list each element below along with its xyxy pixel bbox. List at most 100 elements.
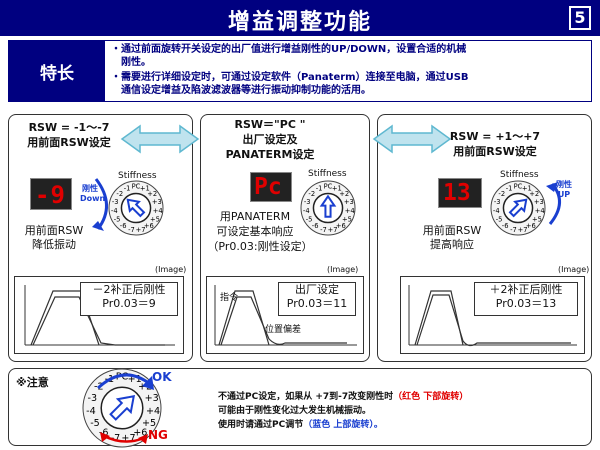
right-image-label: (Image) [558,265,590,274]
dial-tick-label: +3 [534,198,544,206]
dial-tick-label: +6 [336,222,346,230]
dial-tick-label: +2 [147,190,157,198]
center-rsw-line3: PANATERM设定 [225,148,315,161]
dial-tick-label: +7 [328,226,338,234]
dial-tick-label: -3 [112,198,119,206]
dial-tick-label: -3 [88,393,98,404]
note-line-1: 不通过PC设定，如果从 +7到-7改变刚性时（红色 下部旋转） [218,391,590,404]
right-wave-label: ＋2补正后刚性 Pr0.03＝13 [474,282,578,316]
dial-tick-label: +7 [121,433,135,444]
dial-tick-label: -7 [320,226,327,234]
dial-tick-label: -1 [124,185,131,193]
dial-tick-label: +2 [138,382,152,393]
center-desc-3: （Pr0.03:刚性设定） [207,240,313,253]
dial-tick-label: +3 [145,393,159,404]
note-line-3: 使用时请通过PC调节（蓝色 上部旋转）。 [218,419,590,432]
dial-tick-label: -7 [128,226,135,234]
dial-tick-label: +6 [133,428,147,439]
left-rsw-line2: 用前面RSW设定 [27,136,111,149]
right-rsw-line2: 用前面RSW设定 [453,145,537,158]
left-rsw-line1: RSW = -1～-7 [28,121,110,134]
note-line-3a: 使用时请通过PC调节 [218,420,304,430]
note-direction-arrows-icon [96,373,154,444]
dial-tick-label: +4 [146,406,160,417]
feature-bullet-1-cont: 刚性。 [111,57,151,68]
dial-tick-label: +3 [152,198,162,206]
center-wave-label-1: 出厂设定 [295,283,339,296]
dial-tick-label: +4 [345,207,355,215]
page-number: 5 [569,6,591,30]
dial-tick-label: -5 [306,215,313,223]
feature-label-box: 特长 [8,40,104,102]
note-line-1a: 不通过PC设定，如果从 +7到-7改变刚性时 [218,392,394,402]
center-stiffness-label: Stiffness [308,169,347,179]
right-stiffness-label: Stiffness [500,170,539,180]
left-seven-seg-display: -9 [30,178,72,210]
left-display-text: -9 [35,181,66,209]
note-ok-label: OK [152,370,172,384]
left-arrow-label: 刚性 Down [80,184,106,204]
center-wave-label: 出厂设定 Pr0.03＝11 [278,282,356,316]
left-rotary-dial: PC+1+2+3+4+5+6+7-7-6-5-4-3-2-1 [108,180,164,236]
dial-tick-label: -4 [86,406,96,417]
feature-label: 特长 [40,64,74,84]
left-arrow-label-1: 刚性 [82,184,98,193]
dial-tick-label: -5 [114,215,121,223]
dial-tick-label: -6 [312,222,319,230]
center-waveform [214,285,357,346]
dial-tick-label: -3 [494,198,501,206]
dial-tick-label: -6 [120,222,127,230]
dial-pointer-icon [109,394,136,421]
right-wave-label-1: ＋2补正后刚性 [489,283,563,296]
right-rotary-dial: PC+1+2+3+4+5+6+7-7-6-5-4-3-2-1 [490,180,546,236]
center-desc-2: 可设定基本响应 [216,225,294,238]
dial-tick-label: -3 [304,198,311,206]
dial-tick-label: +5 [142,418,156,429]
note-line-2: 可能由于刚性变化过大发生机械振动。 [218,406,372,416]
left-waveform [24,285,175,346]
note-line-3b: （蓝色 上部旋转）。 [303,420,383,430]
dial-tick-label: -1 [316,185,323,193]
dial-pointer-icon [319,194,337,218]
page-title: 增益调整功能 [227,10,372,35]
left-rotation-arrow-icon [92,178,108,231]
left-image-label: (Image) [155,265,187,274]
dial-tick-label: -2 [498,190,505,198]
dial-tick-label: -4 [111,207,118,215]
left-arrow-label-2: Down [80,194,106,203]
dial-tick-label: PC [116,371,129,382]
dial-tick-label: -2 [116,190,123,198]
right-rotation-arrow-icon [546,182,561,225]
right-arrow-label-1: 刚性 [556,180,572,189]
dial-tick-label: PC [514,183,523,191]
dial-tick-label: +3 [344,198,354,206]
dial-tick-label: -5 [90,418,100,429]
left-wave-label-1: －2补正后刚性 [92,283,166,296]
dial-tick-label: +6 [526,222,536,230]
right-seven-seg-display: 13 [438,178,482,208]
center-rsw-line1: RSW＝"PC " [234,118,306,131]
note-title: ※注意 [16,376,49,389]
right-waveform [408,285,577,347]
dial-pointer-icon [508,198,528,218]
left-desc-2: 降低振动 [32,238,76,251]
feature-bullet-2: ・需要进行详细设定时，可通过设定软件（Panaterm）连接至电脑，通过USB [111,72,469,83]
center-display-text: Pc [254,174,282,200]
dial-tick-label: +5 [342,215,352,223]
feature-body: ・通过前面旋转开关设定的出厂值进行增益刚性的UP/DOWN，设置合适的机械 刚性… [104,40,592,102]
dial-tick-label: +7 [518,226,528,234]
right-desc-2: 提高响应 [430,238,474,251]
dial-tick-label: +2 [339,190,349,198]
dial-tick-label: +2 [529,190,539,198]
dial-tick-label: -5 [496,215,503,223]
dial-tick-label: -7 [510,226,517,234]
dial-tick-label: -6 [502,222,509,230]
feature-bullet-2-cont: 通信设定增益及陷波滤波器等进行振动抑制功能的活用。 [111,85,371,96]
center-command-label: 指令 [220,293,239,303]
right-desc-1: 用前面RSW [422,224,482,237]
dial-tick-label: +7 [136,226,146,234]
center-wave-label-2: Pr0.03＝11 [286,297,348,310]
feature-bullet-1: ・通过前面旋转开关设定的出厂值进行增益刚性的UP/DOWN，设置合适的机械 [111,44,467,55]
dial-tick-label: +5 [150,215,160,223]
right-arrow-label-2: UP [557,190,571,199]
